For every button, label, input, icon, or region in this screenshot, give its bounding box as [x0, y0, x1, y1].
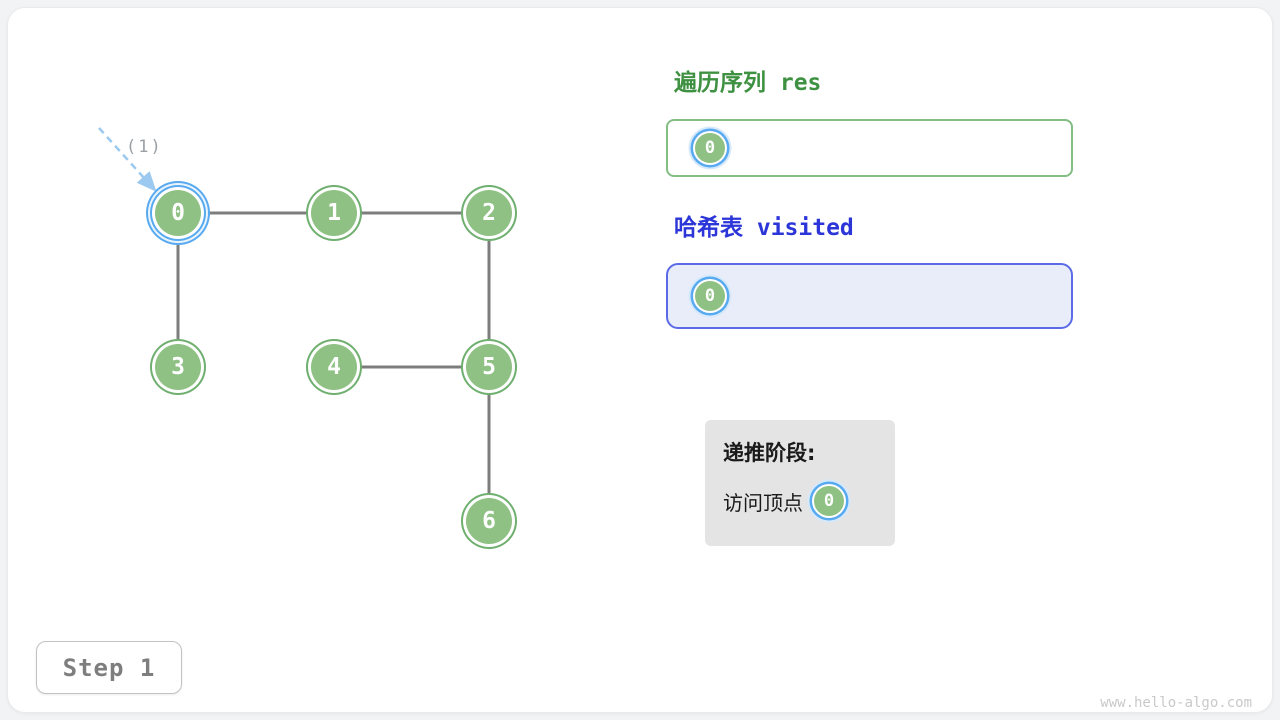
watermark: www.hello-algo.com [1100, 695, 1252, 711]
visited-panel-title: 哈希表 visited [674, 215, 854, 241]
phase-title: 递推阶段: [723, 441, 816, 465]
figure-card [7, 7, 1273, 713]
phase-line-text: 访问顶点 [723, 490, 803, 515]
step-badge: Step 1 [36, 641, 182, 694]
phase-info-box: 递推阶段: 访问顶点 0 [705, 420, 895, 546]
phase-node: 0 [814, 486, 844, 516]
arrow-step-label: (1) [126, 137, 163, 157]
res-panel-title: 遍历序列 res [674, 70, 822, 96]
res-sequence-box: 0 [666, 119, 1073, 177]
step-badge-label: Step 1 [62, 653, 156, 682]
visited-set-box: 0 [666, 263, 1073, 329]
list-node-0: 0 [695, 133, 725, 163]
phase-line: 访问顶点 0 [723, 486, 877, 516]
list-node-0: 0 [695, 281, 725, 311]
